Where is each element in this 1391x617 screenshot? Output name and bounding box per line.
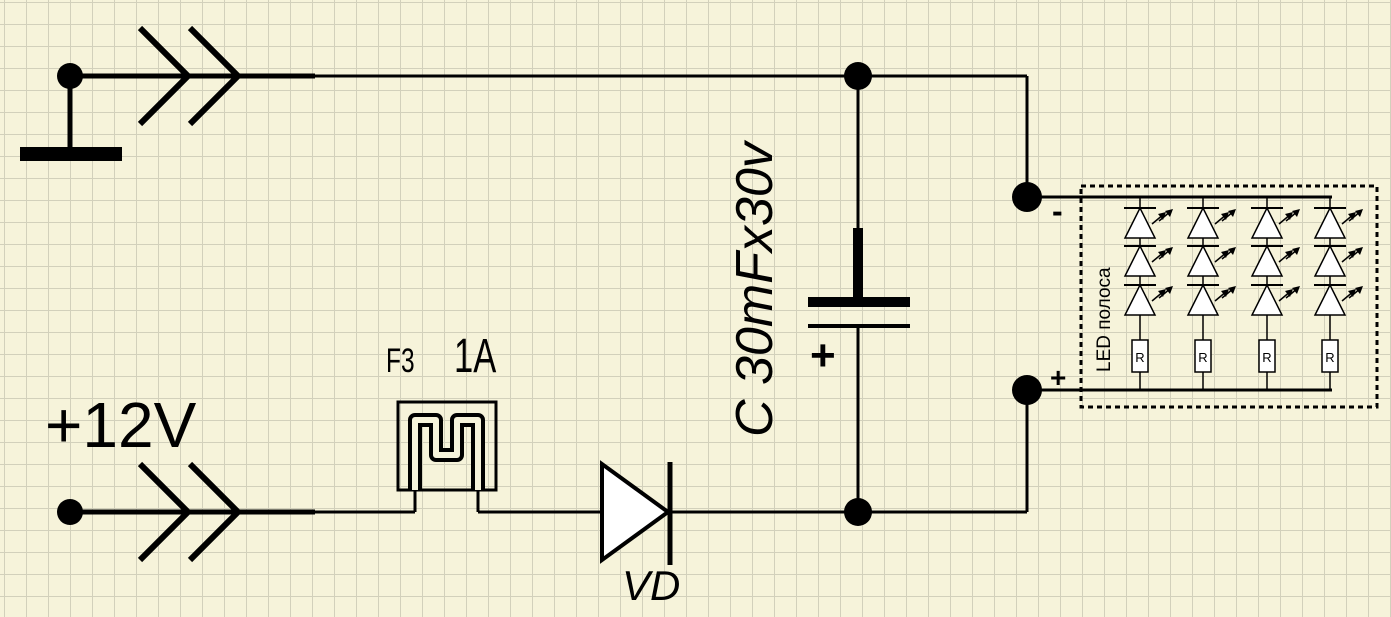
strip-minus-mark: -: [1052, 193, 1063, 229]
capacitor-polarity-mark: +: [810, 331, 836, 380]
diode-label: VD: [622, 562, 680, 609]
led-column: R: [1123, 197, 1173, 390]
fuse-reference-label: F3: [386, 342, 415, 380]
light-arrow-head: [1355, 247, 1363, 255]
light-arrow-head: [1221, 250, 1229, 258]
diode-triangle: [600, 460, 672, 564]
led-triangle: [1313, 283, 1347, 316]
led-strip-outline: [1079, 184, 1379, 409]
ground-connector: [20, 25, 315, 161]
light-arrow-head: [1348, 250, 1356, 258]
led-triangle: [1123, 283, 1157, 316]
led: [1186, 206, 1236, 239]
light-arrow-head: [1158, 289, 1166, 297]
light-arrow-head: [1355, 209, 1363, 217]
led: [1123, 283, 1173, 316]
led-column: R: [1313, 197, 1363, 390]
light-arrow-head: [1292, 247, 1300, 255]
light-arrow-head: [1165, 209, 1173, 217]
light-arrow-head: [1285, 250, 1293, 258]
strip-plus-mark: +: [1050, 362, 1066, 393]
light-arrow-head: [1165, 286, 1173, 294]
led-triangle: [1186, 206, 1220, 239]
light-arrow-head: [1228, 209, 1236, 217]
led-triangle: [1250, 244, 1284, 277]
led: [1250, 283, 1300, 316]
resistor-label: R: [1135, 350, 1144, 365]
light-arrow-head: [1158, 212, 1166, 220]
led-strip: R R R R LED полоса: [1079, 184, 1379, 409]
led-column: R: [1186, 197, 1236, 390]
light-arrow-head: [1292, 286, 1300, 294]
light-arrow-head: [1348, 212, 1356, 220]
light-arrow-head: [1228, 286, 1236, 294]
led: [1313, 244, 1363, 277]
light-arrow-head: [1228, 247, 1236, 255]
supply-connector: [57, 461, 315, 563]
led: [1123, 206, 1173, 239]
light-arrow-head: [1285, 212, 1293, 220]
led-triangle: [1313, 244, 1347, 277]
led: [1313, 206, 1363, 239]
led-triangle: [1123, 244, 1157, 277]
top-rail: [240, 62, 1100, 212]
led: [1186, 283, 1236, 316]
light-arrow-head: [1165, 247, 1173, 255]
led-triangle: [1123, 206, 1157, 239]
light-arrow-head: [1221, 289, 1229, 297]
light-arrow-head: [1292, 209, 1300, 217]
connector-chevron: [137, 461, 193, 563]
light-arrow-head: [1348, 289, 1356, 297]
led-triangle: [1250, 206, 1284, 239]
capacitor-label: C 30mFx30v: [726, 139, 784, 437]
light-arrow-head: [1221, 212, 1229, 220]
led-triangle: [1186, 283, 1220, 316]
led-triangle: [1250, 283, 1284, 316]
terminal-dot: [57, 63, 83, 89]
light-arrow-head: [1355, 286, 1363, 294]
light-arrow-head: [1158, 250, 1166, 258]
resistor-label: R: [1262, 350, 1271, 365]
led-strip-label: LED полоса: [1094, 267, 1115, 372]
diode: [600, 460, 673, 565]
led: [1123, 244, 1173, 277]
resistor-label: R: [1198, 350, 1207, 365]
led: [1186, 244, 1236, 277]
led: [1313, 283, 1363, 316]
junction-dot: [1012, 182, 1042, 212]
fuse-rating-label: 1A: [454, 328, 496, 382]
connector-chevron: [137, 25, 193, 127]
junction-dot: [1012, 375, 1042, 405]
light-arrow-head: [1285, 289, 1293, 297]
led-column: R: [1250, 197, 1300, 390]
supply-voltage-label: +12V: [45, 389, 197, 461]
led: [1250, 206, 1300, 239]
resistor-label: R: [1325, 350, 1334, 365]
connector-chevron: [187, 461, 243, 563]
connector-chevron: [187, 25, 243, 127]
led: [1250, 244, 1300, 277]
led-triangle: [1186, 244, 1220, 277]
fuse-body: [396, 400, 498, 492]
fuse-element-core: [412, 417, 481, 490]
capacitor: [808, 76, 910, 512]
fuse: [396, 400, 498, 492]
led-triangle: [1313, 206, 1347, 239]
terminal-dot: [57, 499, 83, 525]
